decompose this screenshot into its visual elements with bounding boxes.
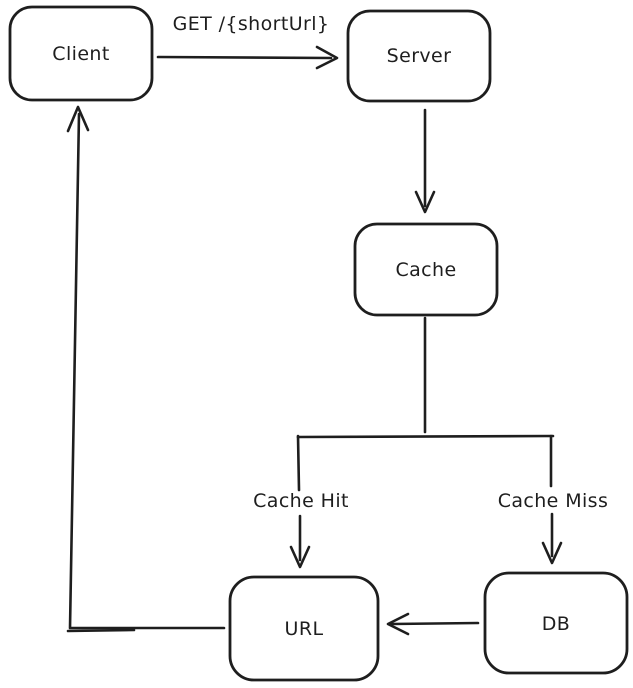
edge-cache-branch [296, 316, 555, 439]
edge-client-server: GET /{shortUrl} [156, 13, 339, 70]
edge-branch-bar-line [296, 434, 555, 439]
cache-label: Cache [395, 259, 456, 281]
db-box [483, 571, 629, 675]
arrowhead-down-icon [289, 545, 311, 569]
edge-url-client-overdraw [66, 628, 136, 633]
edge-client-server-line [156, 55, 333, 60]
arrowhead-left-icon [386, 612, 410, 636]
edge-label-cache-hit: Cache Hit [253, 490, 349, 512]
edge-label-cache-miss: Cache Miss [498, 490, 609, 512]
edge-url-client-line [68, 112, 226, 630]
edge-cache-hit-upper-line [296, 434, 301, 492]
cache-box [353, 222, 499, 317]
server-box [346, 9, 492, 103]
client-box [8, 5, 154, 102]
client-label: Client [52, 43, 109, 65]
edge-label-get-shorturl: GET /{shortUrl} [173, 13, 330, 35]
edge-db-url [386, 612, 480, 636]
arrowhead-right-icon [315, 45, 339, 70]
node-cache: Cache [353, 222, 499, 317]
edge-url-client [66, 105, 226, 633]
db-label: DB [542, 613, 570, 635]
url-box [228, 575, 380, 682]
edge-cache-hit: Cache Hit [253, 434, 349, 569]
arrowhead-up-icon [66, 105, 90, 133]
edge-server-cache [414, 108, 436, 214]
arrowhead-down-icon [541, 541, 563, 565]
arrowhead-down-icon [414, 190, 436, 214]
url-label: URL [285, 618, 324, 640]
edge-cache-miss: Cache Miss [498, 434, 609, 565]
server-label: Server [387, 45, 452, 67]
node-client: Client [8, 5, 154, 102]
node-url: URL [228, 575, 380, 682]
edge-db-url-line [390, 621, 480, 626]
node-server: Server [346, 9, 492, 103]
node-db: DB [483, 571, 629, 675]
